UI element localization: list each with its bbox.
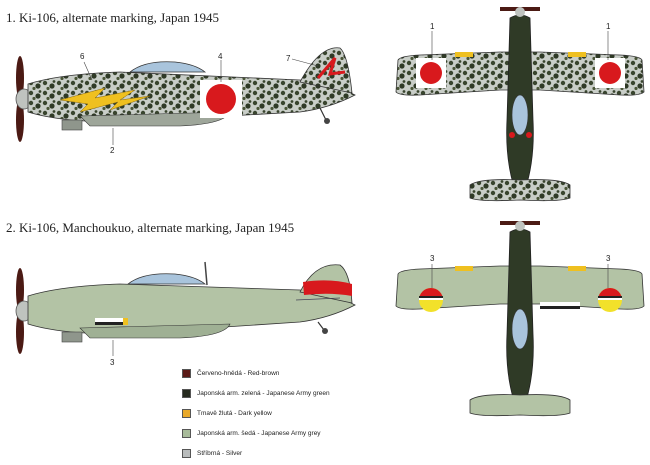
callout-4: 4 (218, 52, 223, 61)
profile-2-caption: 2. Ki-106, Manchoukuo, alternate marking… (6, 220, 295, 235)
legend-item: Tmavě žlutá - Dark yellow (182, 405, 402, 421)
lightning-marking (59, 87, 151, 113)
tail-marking (316, 57, 346, 79)
callout-1-right: 1 (606, 22, 611, 31)
canopy (126, 273, 207, 285)
callout-2: 2 (110, 146, 115, 155)
profile-1-plan-view (395, 7, 645, 202)
legend-swatch (182, 368, 191, 378)
legend-item: Stříbrná - Silver (182, 445, 402, 461)
legend-item: Japonská arm. zelená - Japanese Army gre… (182, 385, 402, 401)
tailplane (469, 179, 571, 202)
callout-3-side: 3 (110, 358, 115, 367)
callout-3-left: 3 (430, 254, 435, 263)
callout-1-left: 1 (430, 22, 435, 31)
legend-label: Japonská arm. šedá - Japanese Army grey (197, 429, 321, 437)
callout-7: 7 (286, 54, 291, 63)
aircraft-artwork (15, 7, 645, 417)
profile-1-side-view (15, 47, 356, 142)
profile-2-plan-view (395, 221, 645, 417)
legend-swatch (182, 408, 191, 418)
profile-1-caption: 1. Ki-106, alternate marking, Japan 1945 (6, 10, 219, 25)
legend-label: Japonská arm. zelená - Japanese Army gre… (197, 389, 330, 397)
profile-2-side-view (15, 261, 356, 354)
legend-label: Tmavě žlutá - Dark yellow (197, 409, 272, 417)
legend-swatch (182, 428, 191, 438)
hinomaru (206, 84, 236, 114)
callout-3-right: 3 (606, 254, 611, 263)
canopy (128, 61, 207, 73)
legend-swatch (182, 388, 191, 398)
callout-6: 6 (80, 52, 85, 61)
legend-item: Japonská arm. šedá - Japanese Army grey (182, 425, 402, 441)
legend-item: Červeno-hnědá - Red-brown (182, 365, 402, 381)
legend-label: Stříbrná - Silver (197, 449, 243, 457)
color-legend: Červeno-hnědá - Red-brown Japonská arm. … (182, 365, 402, 465)
legend-label: Červeno-hnědá - Red-brown (197, 369, 280, 377)
